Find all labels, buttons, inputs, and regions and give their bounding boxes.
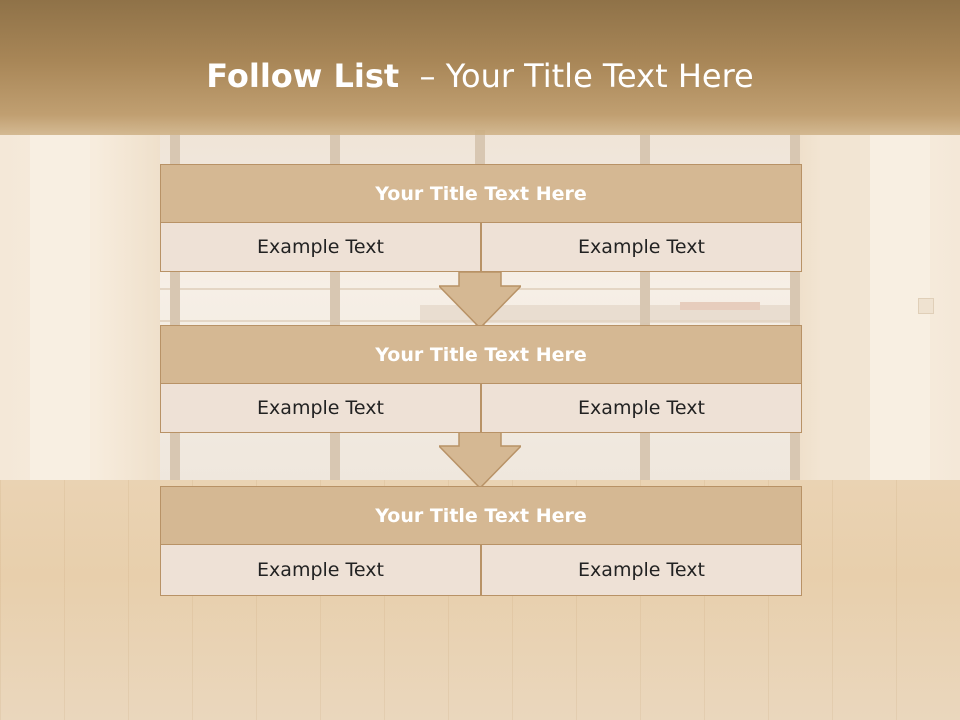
down-arrow-icon xyxy=(439,432,521,488)
background-pillar xyxy=(820,120,870,520)
follow-list-block: Your Title Text Here Example Text Exampl… xyxy=(160,486,802,596)
down-arrow-icon xyxy=(439,272,521,328)
block-row: Example Text Example Text xyxy=(161,545,801,595)
background-window-mullion xyxy=(170,130,180,480)
background-pillar xyxy=(870,120,930,520)
block-cell-left: Example Text xyxy=(161,545,480,595)
background-pillar xyxy=(30,120,90,520)
block-cell-right: Example Text xyxy=(480,223,801,271)
background-window-mullion xyxy=(790,130,800,480)
block-cell-right: Example Text xyxy=(480,384,801,432)
follow-list-block: Your Title Text Here Example Text Exampl… xyxy=(160,325,802,433)
background-window-mullion xyxy=(330,130,340,480)
background-distant-roof xyxy=(680,302,760,310)
block-row: Example Text Example Text xyxy=(161,384,801,432)
block-title: Your Title Text Here xyxy=(161,326,801,384)
slide-title-rest: – Your Title Text Here xyxy=(399,57,754,95)
title-band xyxy=(0,0,960,135)
slide-title-bold: Follow List xyxy=(206,57,400,95)
slide-title: Follow List – Your Title Text Here xyxy=(0,52,960,100)
block-title: Your Title Text Here xyxy=(161,487,801,545)
background-window-mullion xyxy=(640,130,650,480)
block-cell-left: Example Text xyxy=(161,384,480,432)
block-cell-right: Example Text xyxy=(480,545,801,595)
follow-list-block: Your Title Text Here Example Text Exampl… xyxy=(160,164,802,272)
block-row: Example Text Example Text xyxy=(161,223,801,271)
block-title: Your Title Text Here xyxy=(161,165,801,223)
block-cell-left: Example Text xyxy=(161,223,480,271)
background-light-switch xyxy=(918,298,934,314)
